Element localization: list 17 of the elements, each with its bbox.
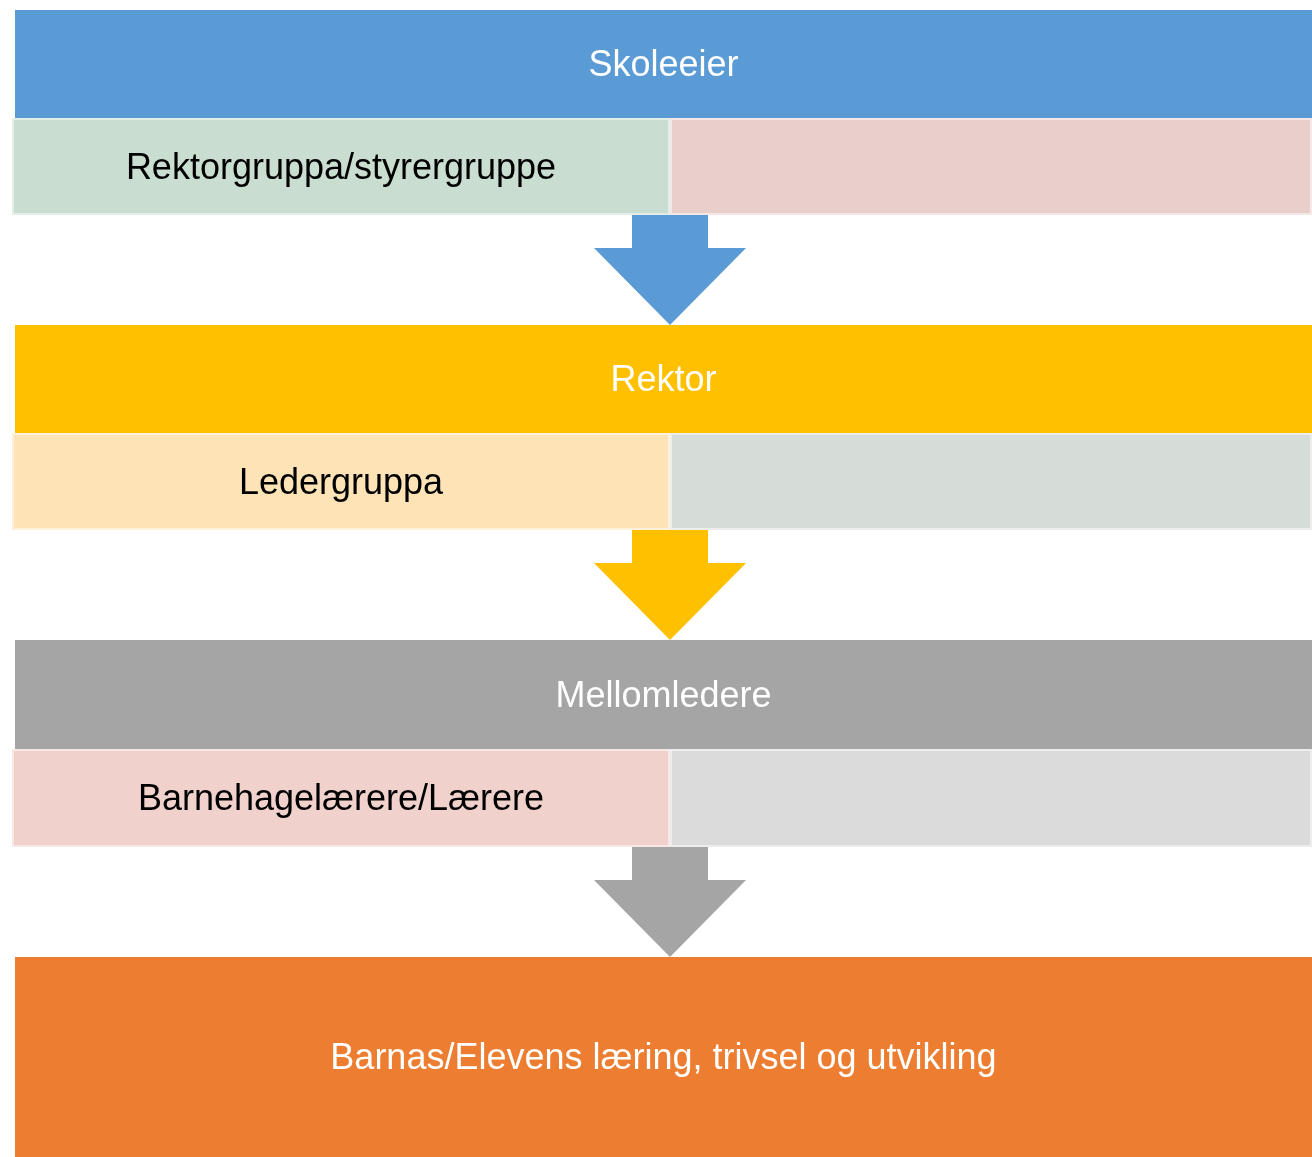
level-label: Barnehagelærere/Lærere (137, 777, 545, 819)
block-arrow (594, 215, 746, 325)
group-box (12, 118, 670, 215)
level-label: Rektorgruppa/styrergruppe (125, 145, 557, 188)
level-band (15, 325, 1312, 433)
outcome-band (15, 957, 1312, 1157)
level-label: Mellomledere (555, 673, 772, 716)
level-band (15, 640, 1312, 749)
level-label: Ledergruppa (238, 460, 444, 503)
block-arrow (594, 847, 746, 957)
level-label: Rektor (610, 358, 717, 400)
level-label: Skoleeier (588, 43, 739, 85)
block-arrow (594, 530, 746, 640)
level-band (15, 10, 1312, 118)
group-box (12, 433, 670, 530)
level-label: Barnas/Elevens læring, trivsel og utvikling (330, 1036, 997, 1078)
group-box (12, 749, 670, 847)
